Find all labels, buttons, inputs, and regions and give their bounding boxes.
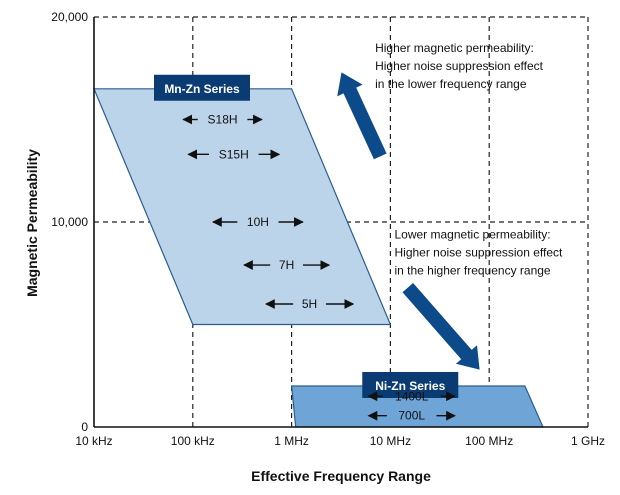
- y-tick-label: 10,000: [51, 215, 88, 229]
- series-label-box: [362, 372, 459, 398]
- x-axis-label: Effective Frequency Range: [251, 468, 431, 484]
- arrow-down-right-icon: [402, 283, 480, 370]
- annotation-text: in the higher frequency range: [394, 263, 550, 277]
- grade-label: 7H: [279, 258, 294, 272]
- series-label: Mn-Zn Series: [164, 82, 240, 96]
- annotations: Higher magnetic permeability: Higher nois…: [337, 41, 563, 370]
- x-tick-label: 100 kHz: [171, 434, 215, 448]
- y-tick-label: 20,000: [51, 10, 88, 24]
- annotation-text: Higher noise suppression effect: [394, 245, 563, 259]
- arrow-up-left-icon: [337, 72, 387, 160]
- y-tick-label: 0: [81, 420, 88, 434]
- annotation-text: Higher magnetic permeability:: [375, 41, 534, 55]
- series-label-box: [154, 74, 250, 101]
- x-tick-label: 100 MHz: [465, 434, 513, 448]
- annotation-text: Higher noise suppression effect: [375, 59, 544, 73]
- y-axis-label: Magnetic Permeability: [24, 149, 40, 297]
- tick-labels: 10 kHz 100 kHz 1 MHz 10 MHz 100 MHz 1 GHz 0 10,…: [51, 10, 605, 448]
- grade-label: 5H: [302, 297, 317, 311]
- grade-label: 1400L: [395, 389, 429, 403]
- grade-label: S15H: [219, 147, 249, 161]
- x-tick-label: 10 kHz: [75, 434, 112, 448]
- grade-label: 10H: [247, 215, 269, 229]
- annotation-text: Lower magnetic permeability:: [394, 227, 550, 241]
- axes: [93, 17, 588, 428]
- series-label: Ni-Zn Series: [375, 379, 445, 393]
- annotation-text: in the lower frequency range: [375, 77, 527, 91]
- x-tick-label: 1 MHz: [274, 434, 309, 448]
- grade-label: S18H: [208, 113, 238, 127]
- grade-label: 700L: [398, 409, 425, 423]
- x-tick-label: 1 GHz: [571, 434, 605, 448]
- grade-labels: S18H S15H 10H 7H 5H 1400L 700L: [182, 113, 456, 423]
- mnzn-region: [93, 88, 392, 326]
- x-tick-label: 10 MHz: [370, 434, 411, 448]
